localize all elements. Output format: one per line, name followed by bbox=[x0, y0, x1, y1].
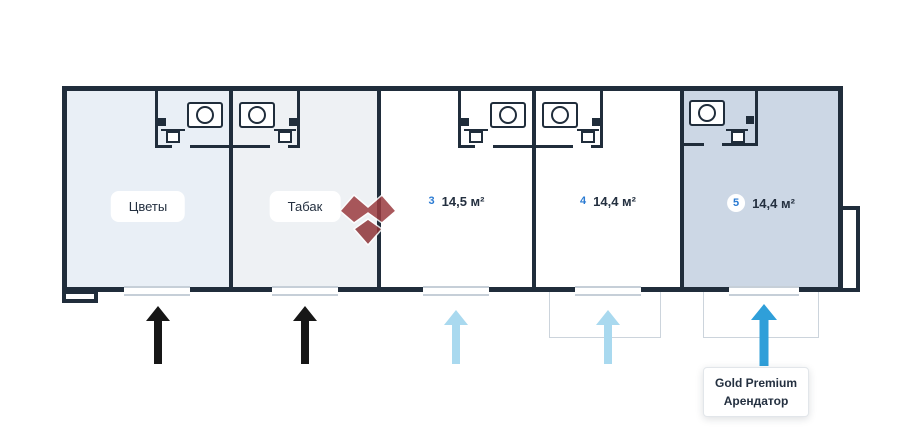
partition-wall bbox=[377, 91, 381, 287]
unit-number: 4 bbox=[580, 195, 587, 207]
partition-wall bbox=[680, 91, 684, 287]
unit-area: 14,4 м² bbox=[752, 195, 795, 211]
entrance-arrow-light bbox=[596, 310, 620, 364]
sink-icon bbox=[464, 129, 488, 143]
shaft-icon bbox=[158, 118, 166, 126]
building-left-tab bbox=[62, 290, 98, 303]
sink-icon bbox=[274, 129, 296, 143]
entrance-arrow-black bbox=[146, 306, 170, 364]
unit-label: 5 14,4 м² bbox=[727, 194, 795, 212]
entrance-opening bbox=[272, 286, 338, 296]
shaft-icon bbox=[592, 118, 600, 126]
partition-wall bbox=[532, 91, 536, 287]
unit-name: Табак bbox=[287, 199, 323, 214]
entrance-arrow-blue bbox=[751, 304, 777, 366]
unit-number-circle: 5 bbox=[727, 194, 746, 212]
toilet-icon bbox=[542, 102, 578, 128]
unit-label: 3 14,5 м² bbox=[429, 194, 485, 209]
sink-icon bbox=[726, 129, 748, 143]
shaft-icon bbox=[746, 116, 754, 124]
unit-area: 14,4 м² bbox=[593, 194, 636, 209]
unit-label: Табак bbox=[269, 191, 341, 222]
unit-label: Цветы bbox=[110, 191, 186, 222]
unit-label: 4 14,4 м² bbox=[580, 194, 636, 209]
watermark-logo bbox=[340, 193, 396, 247]
partition-wall bbox=[229, 91, 233, 287]
building-right-step bbox=[839, 206, 860, 292]
bathroom-block bbox=[684, 91, 758, 146]
sink-icon bbox=[161, 129, 185, 143]
unit-name: Цветы bbox=[128, 199, 168, 214]
toilet-icon bbox=[490, 102, 526, 128]
entrance-opening bbox=[729, 286, 799, 296]
sink-icon bbox=[577, 129, 599, 143]
badge-title: Gold Premium bbox=[714, 376, 797, 391]
gold-premium-badge: Gold Premium Арендатор bbox=[703, 367, 809, 417]
toilet-icon bbox=[689, 100, 725, 126]
unit-area: 14,5 м² bbox=[441, 194, 485, 209]
toilet-icon bbox=[187, 102, 223, 128]
entrance-arrow-black bbox=[293, 306, 317, 364]
entrance-arrow-light bbox=[444, 310, 468, 364]
entrance-opening bbox=[423, 286, 489, 296]
shaft-icon bbox=[461, 118, 469, 126]
entrance-opening bbox=[124, 286, 190, 296]
badge-subtitle: Арендатор bbox=[723, 393, 789, 408]
bathroom-block bbox=[155, 91, 300, 148]
toilet-icon bbox=[239, 102, 275, 128]
entrance-opening bbox=[575, 286, 641, 296]
unit-number: 5 bbox=[733, 196, 740, 209]
bathroom-block bbox=[458, 91, 603, 148]
bathrooms-layer bbox=[155, 91, 758, 148]
shaft-icon bbox=[289, 118, 297, 126]
unit-number: 3 bbox=[428, 195, 435, 207]
